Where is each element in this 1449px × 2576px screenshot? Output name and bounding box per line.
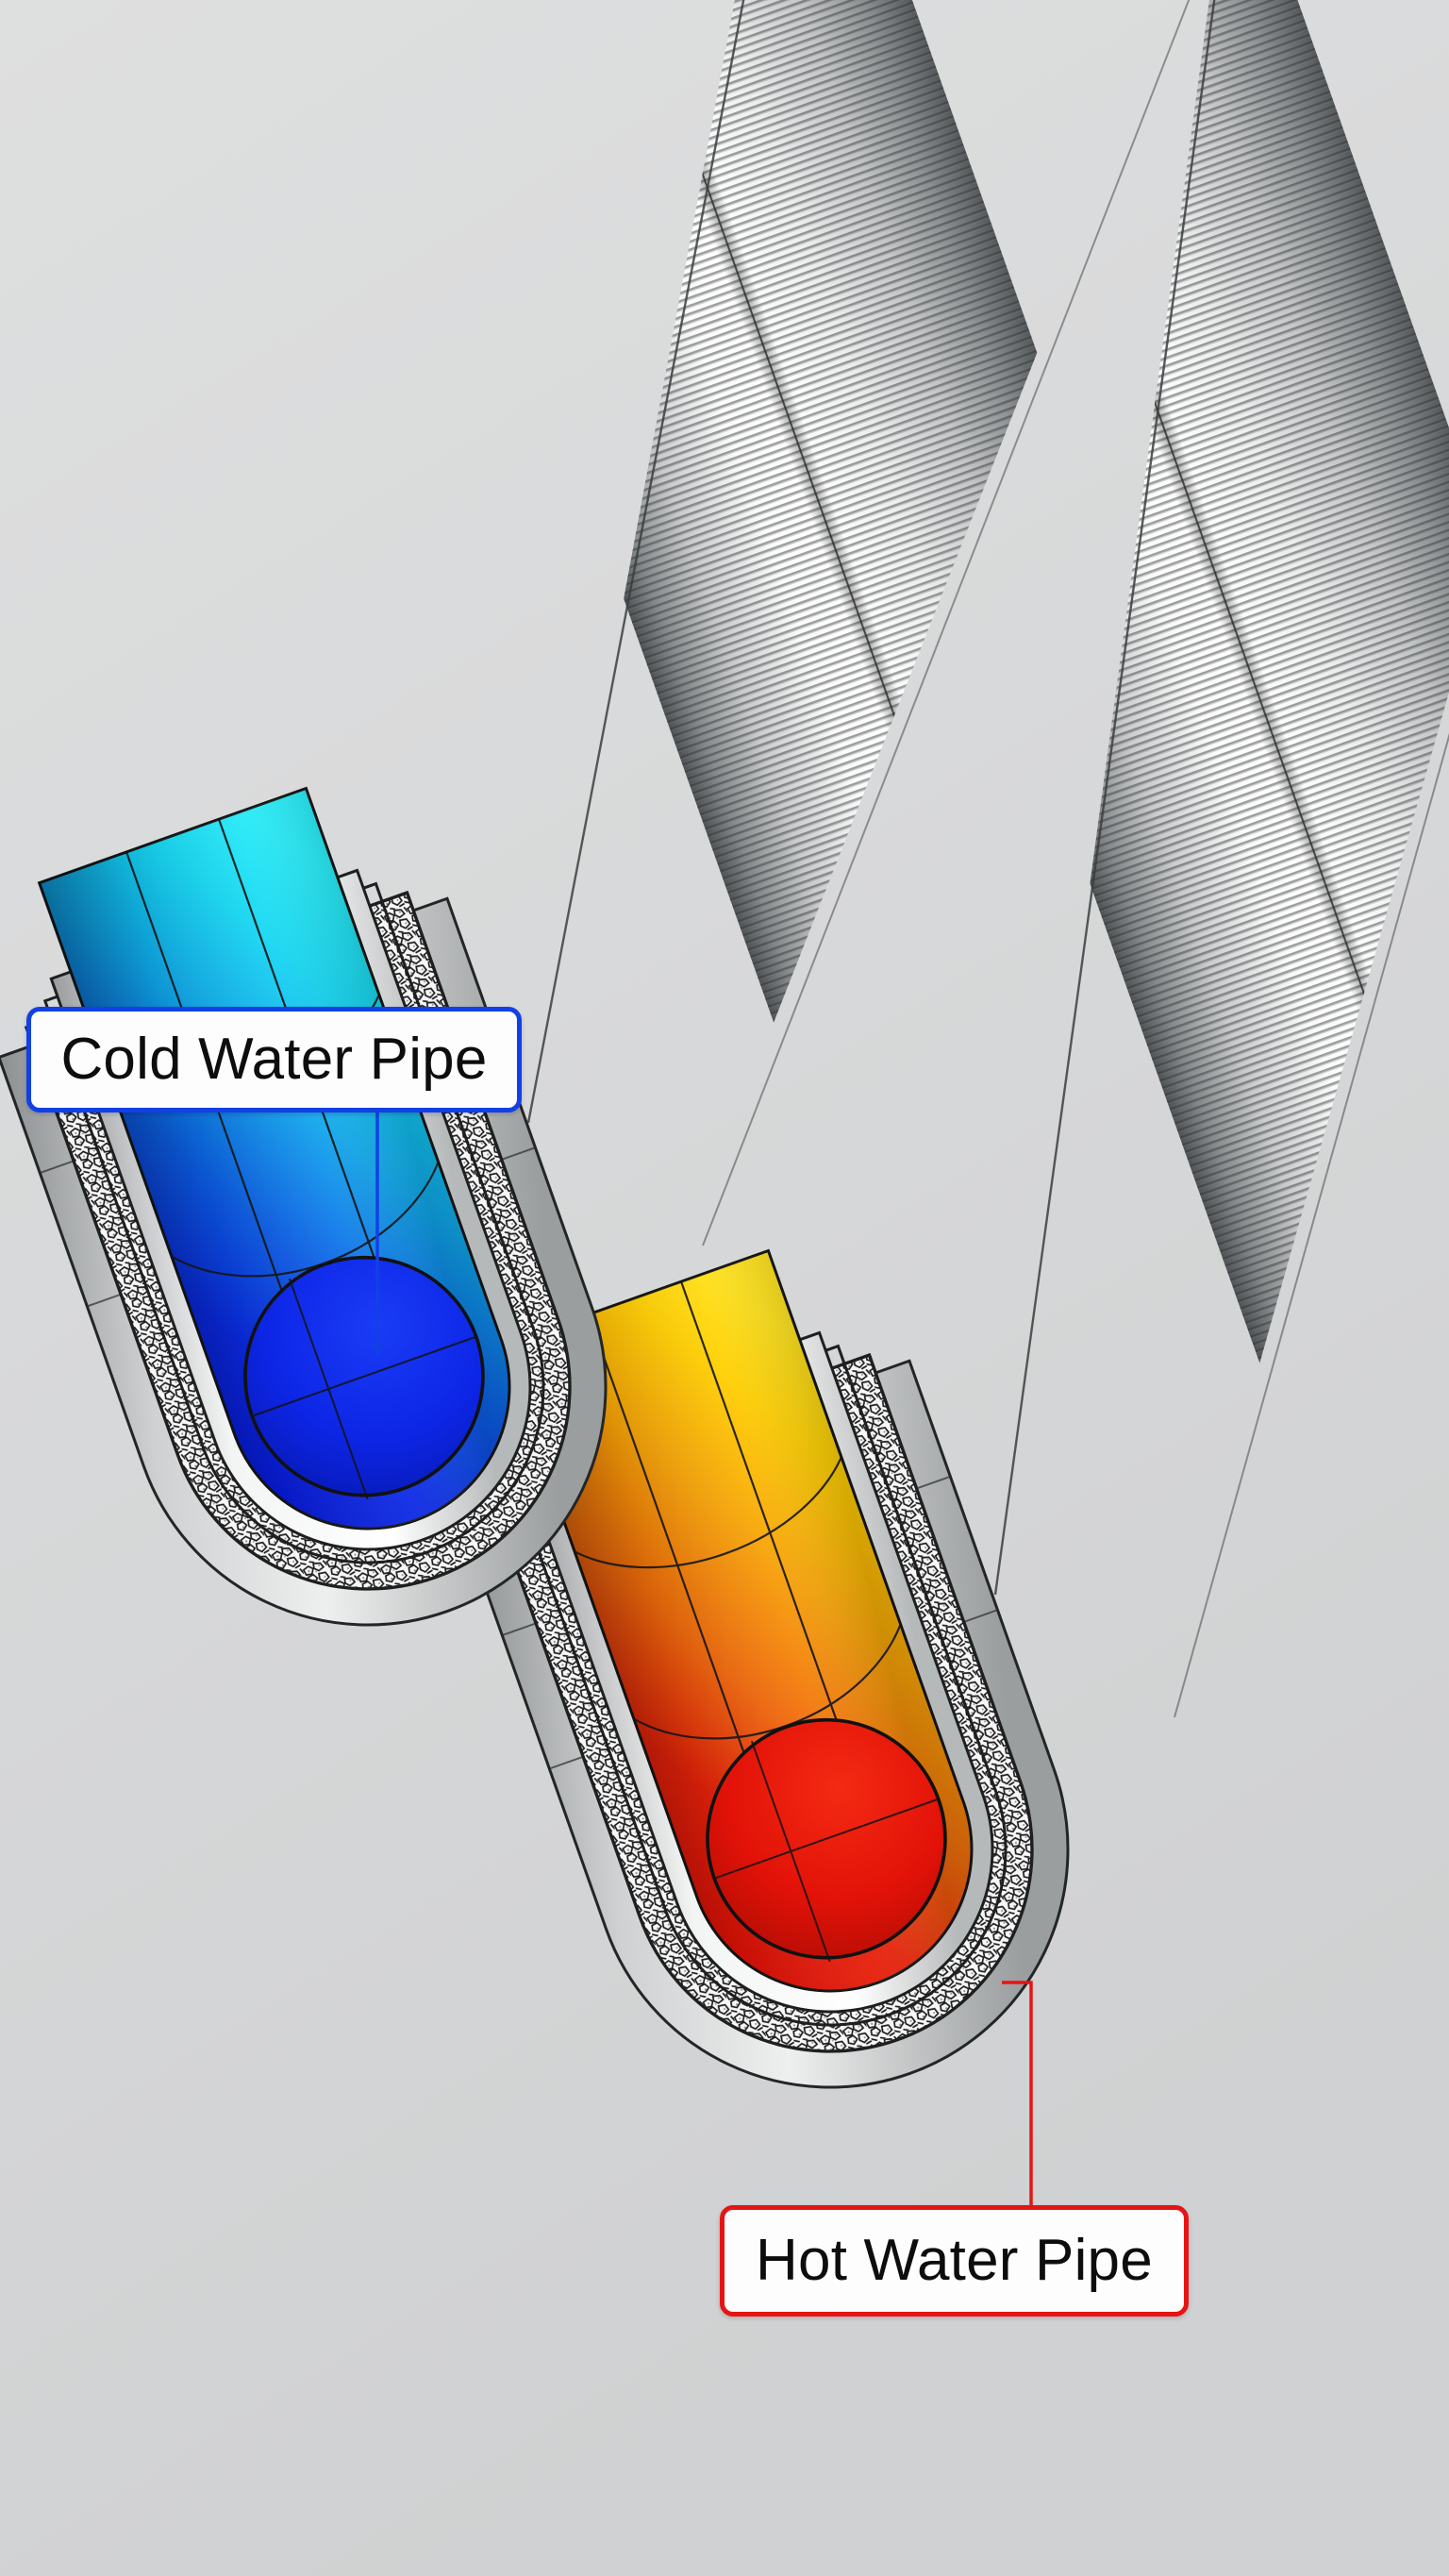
callout-cold-water-pipe[interactable]: Cold Water Pipe: [26, 1007, 522, 1112]
callout-cold-label: Cold Water Pipe: [60, 1027, 488, 1092]
cold-leader-arrowhead: [370, 1341, 385, 1356]
hot-leader-line: [1002, 1981, 1033, 2205]
hot-pipe-outer-sheath: [995, 0, 1449, 1698]
hot-pipe-cut-end: [458, 1248, 1070, 2089]
callout-hot-label: Hot Water Pipe: [756, 2228, 1153, 2293]
cold-pipe-outer-sheath: [528, 0, 1198, 1227]
hot-water-pipe: [458, 0, 1449, 2089]
callout-hot-water-pipe[interactable]: Hot Water Pipe: [720, 2205, 1189, 2317]
cold-leader-line: [370, 1112, 385, 1356]
